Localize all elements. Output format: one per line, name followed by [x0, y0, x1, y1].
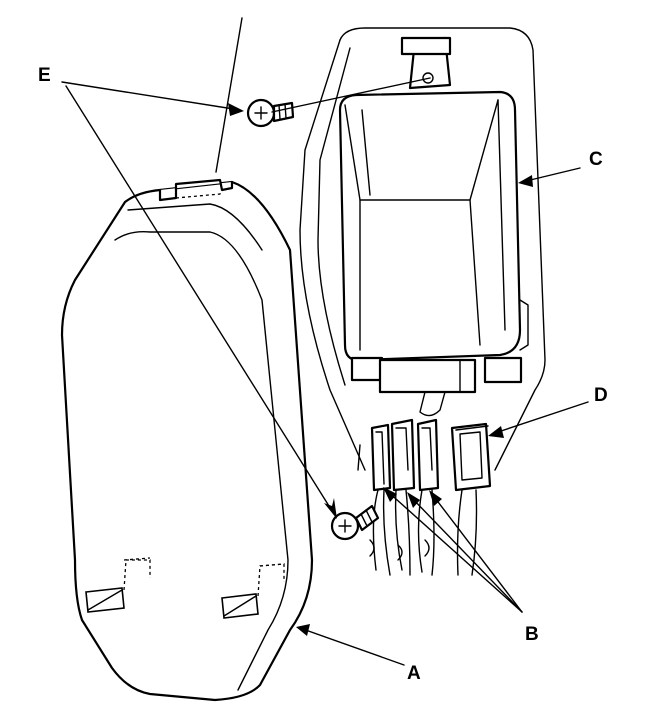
label-c: C — [589, 149, 603, 170]
screw-top — [246, 98, 295, 128]
control-unit — [338, 36, 529, 417]
label-a: A — [407, 663, 421, 684]
callout-b-leaders — [383, 487, 523, 613]
mounting-bracket — [299, 27, 546, 471]
label-e: E — [38, 65, 51, 86]
label-d: D — [594, 385, 608, 406]
callout-a-leader — [296, 624, 405, 666]
screw-bottom — [330, 504, 380, 541]
alignment-line — [215, 17, 243, 173]
cover-a — [60, 178, 314, 702]
callout-c-leader — [518, 167, 581, 187]
connector-d — [450, 422, 492, 576]
connectors-b — [369, 418, 440, 576]
label-b: B — [525, 624, 539, 645]
callout-d-leader — [488, 401, 589, 438]
callout-e-leaders — [61, 77, 431, 519]
